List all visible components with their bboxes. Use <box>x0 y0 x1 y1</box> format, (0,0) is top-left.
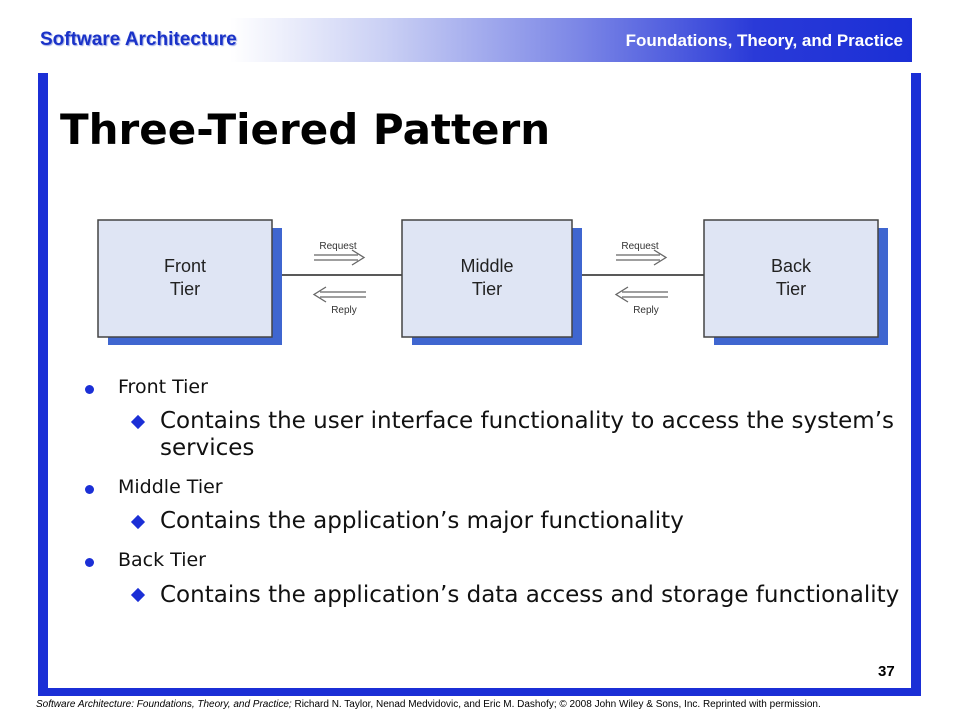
reply-arrow-2 <box>614 286 668 303</box>
frame-right-border <box>911 73 921 690</box>
front-tier-label-line2: Tier <box>170 279 200 299</box>
bullet-dot-icon <box>85 385 94 394</box>
sub-bullet-back-tier-text: Contains the application’s data access a… <box>160 582 900 608</box>
bullet-back-tier-label: Back Tier <box>118 549 206 571</box>
header-gradient-band <box>38 18 912 62</box>
middle-tier-label-line1: Middle <box>460 256 513 276</box>
bullet-dot-icon <box>85 485 94 494</box>
front-tier-label-line1: Front <box>164 256 206 276</box>
bullet-front-tier-label: Front Tier <box>118 376 208 398</box>
sub-bullet-front-tier-text: Contains the user interface functionalit… <box>160 408 894 461</box>
middle-tier-box <box>401 219 573 338</box>
request-arrow-1 <box>314 249 366 266</box>
diamond-bullet-icon <box>130 414 146 430</box>
front-tier-box <box>97 219 273 338</box>
footer-citation-rest: Richard N. Taylor, Nenad Medvidovic, and… <box>291 699 821 710</box>
sub-bullet-back-tier: Contains the application’s data access a… <box>80 581 900 610</box>
three-tier-diagram: Front Tier Middle Tier Back Tier Request… <box>97 219 888 345</box>
reply-arrow-1 <box>312 286 366 303</box>
back-tier-box <box>703 219 879 338</box>
sub-bullet-middle-tier-text: Contains the application’s major functio… <box>160 508 684 534</box>
sub-bullet-middle-tier: Contains the application’s major functio… <box>80 508 900 535</box>
diamond-bullet-icon <box>130 514 146 530</box>
header-course-title: Software Architecture <box>40 29 237 50</box>
slide-header: Software Architecture Foundations, Theor… <box>0 0 960 62</box>
header-subtitle: Foundations, Theory, and Practice <box>625 31 903 50</box>
reply-label-1: Reply <box>331 305 357 316</box>
bullet-list: Front Tier Contains the user interface f… <box>80 376 900 610</box>
frame-left-border <box>38 73 48 690</box>
bullet-back-tier: Back Tier <box>80 549 900 579</box>
request-label-1: Request <box>319 241 356 252</box>
bullet-middle-tier-label: Middle Tier <box>118 476 223 498</box>
sub-bullet-front-tier: Contains the user interface functionalit… <box>80 408 900 462</box>
back-tier-label-line1: Back <box>771 256 812 276</box>
slide-title: Three-Tiered Pattern <box>60 105 551 154</box>
footer-citation: Software Architecture: Foundations, Theo… <box>36 699 821 710</box>
bullet-front-tier: Front Tier <box>80 376 900 406</box>
slide-number: 37 <box>878 663 895 680</box>
bullet-dot-icon <box>85 558 94 567</box>
request-label-2: Request <box>621 241 658 252</box>
diamond-bullet-icon <box>130 587 146 603</box>
bullet-middle-tier: Middle Tier <box>80 476 900 506</box>
request-arrow-2 <box>616 249 668 266</box>
middle-tier-label-line2: Tier <box>472 279 502 299</box>
back-tier-label-line2: Tier <box>776 279 806 299</box>
footer-citation-italic: Software Architecture: Foundations, Theo… <box>36 699 292 710</box>
reply-label-2: Reply <box>633 305 659 316</box>
frame-bottom-border <box>38 688 921 696</box>
